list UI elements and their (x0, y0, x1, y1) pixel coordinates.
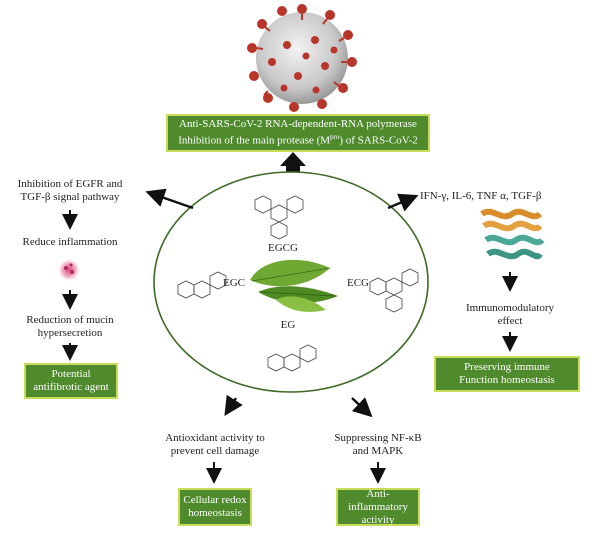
bottom-right-box-line1: Anti-inflammatory (348, 487, 408, 513)
egcg-label: EGCG (268, 242, 298, 254)
bottom-left-step1-line2: prevent cell damage (170, 445, 260, 457)
coronavirus-icon (247, 4, 357, 112)
arrow-to-left-branch (145, 188, 194, 210)
egc-molecule-icon (177, 271, 227, 299)
left-step2: Reduce inflammation (22, 236, 118, 248)
bottom-right-step1: Suppressing NF-κB and MAPK (316, 432, 440, 458)
top-box-line2-sup: pro (330, 133, 340, 142)
bottom-right-result-box: Anti-inflammatory activity (336, 488, 420, 526)
top-box-line2-pre: Inhibition of the main protease (M (178, 134, 331, 147)
bottom-left-step1-line1: Antioxidant activity to (165, 432, 265, 444)
bottom-left-box-line2: homeostasis (188, 507, 242, 519)
ecg-molecule-icon (369, 268, 419, 313)
right-step1: IFN-γ, IL-6, TNF α, TGF-β (420, 190, 542, 202)
bottom-left-box-line1: Cellular redox (183, 494, 247, 506)
top-box-line2: Inhibition of the main protease (Mpro) o… (178, 131, 418, 148)
right-box-line2: Function homeostasis (459, 374, 555, 386)
bottom-left-step1: Antioxidant activity to prevent cell dam… (150, 432, 280, 458)
cytokine-protein-icon (480, 208, 545, 260)
ecg-label: ECG (347, 277, 369, 289)
arrow-to-bottom-right (351, 397, 373, 418)
right-step2-line1: Immunomodulatory (466, 302, 554, 314)
left-box-line2: antifibrotic agent (33, 381, 109, 393)
right-box-line1: Preserving immune (464, 361, 550, 373)
left-step3-line1: Reduction of mucin (26, 314, 114, 326)
egcg-molecule-icon (254, 195, 304, 240)
eg-molecule-icon (267, 344, 317, 372)
eg-label: EG (280, 319, 296, 331)
right-step2: Immunomodulatory effect (448, 302, 572, 328)
top-box-line2-post: ) of SARS-CoV-2 (339, 134, 418, 147)
left-step3: Reduction of mucin hypersecretion (8, 314, 132, 340)
bottom-left-result-box: Cellular redox homeostasis (178, 488, 252, 526)
top-box-line1: Anti-SARS-CoV-2 RNA-dependent-RNA polyme… (179, 118, 417, 131)
egc-label: EGC (223, 277, 245, 289)
right-step2-line2: effect (497, 315, 523, 327)
bottom-right-step1-line2: and MAPK (352, 445, 404, 457)
arrow-to-right-branch (387, 193, 419, 212)
left-step1-line2: TGF-β signal pathway (20, 191, 120, 203)
left-box-line1: Potential (51, 368, 91, 380)
arrow-to-bottom-left (224, 394, 243, 417)
tea-leaves-icon (250, 259, 338, 312)
right-result-box: Preserving immune Function homeostasis (434, 356, 580, 392)
bottom-right-box-line2: activity (361, 513, 395, 526)
left-step1-line1: Inhibition of EGFR and (17, 178, 123, 190)
top-result-box: Anti-SARS-CoV-2 RNA-dependent-RNA polyme… (166, 114, 430, 152)
inflamed-cell-icon (57, 258, 81, 282)
bottom-right-step1-line1: Suppressing NF-κB (334, 432, 422, 444)
left-step1: Inhibition of EGFR and TGF-β signal path… (8, 178, 132, 204)
left-step3-line2: hypersecretion (37, 327, 103, 339)
left-result-box: Potential antifibrotic agent (24, 363, 118, 399)
